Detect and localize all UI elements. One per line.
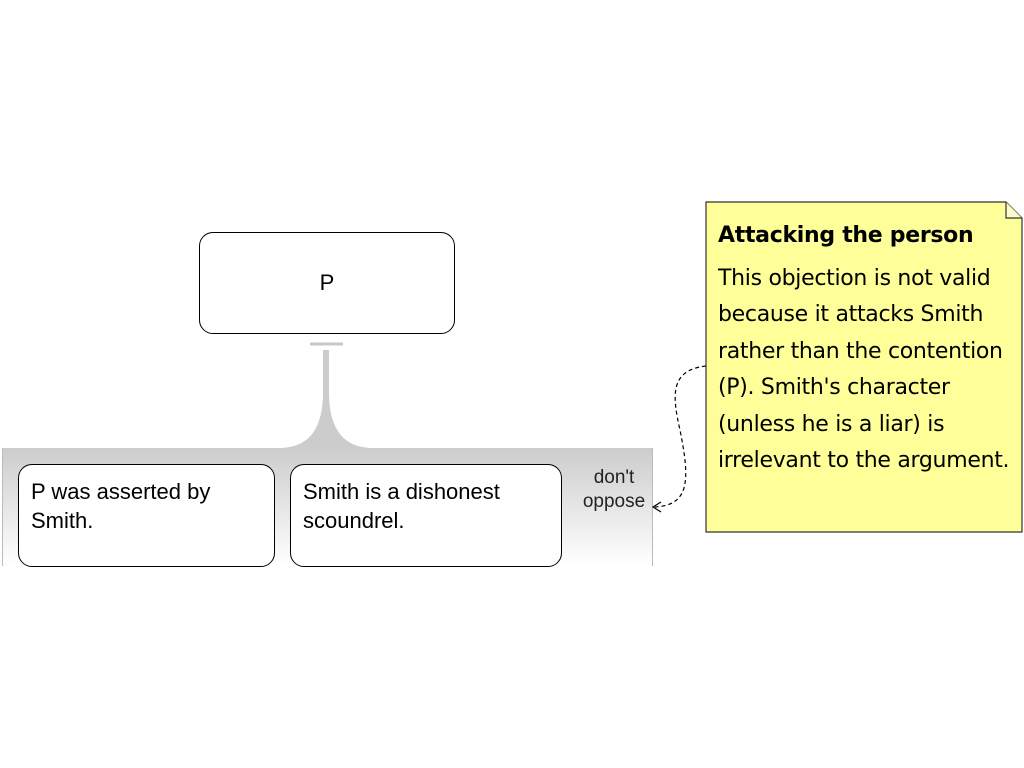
premise-text: P was asserted by Smith. [31, 479, 211, 533]
premise-box[interactable]: Smith is a dishonest scoundrel. [290, 464, 562, 567]
relation-label-line: don't [593, 467, 635, 488]
note-link-dashed [654, 365, 707, 508]
claim-text: P [319, 270, 335, 295]
note-body: This objection is not valid because it a… [718, 265, 1010, 474]
note[interactable]: Attacking the person This objection is n… [718, 218, 1018, 480]
note-title: Attacking the person [718, 223, 974, 248]
arrowhead-icon [651, 501, 662, 513]
oppose-connector [282, 350, 370, 448]
claim-box[interactable]: P [199, 232, 455, 334]
relation-label-line: oppose [582, 491, 646, 512]
note-shape [705, 201, 1023, 533]
folded-corner-icon [1005, 202, 1022, 219]
premise-box[interactable]: P was asserted by Smith. [18, 464, 275, 567]
relation-label: don't oppose [572, 466, 656, 514]
premise-text: Smith is a dishonest scoundrel. [303, 479, 500, 533]
